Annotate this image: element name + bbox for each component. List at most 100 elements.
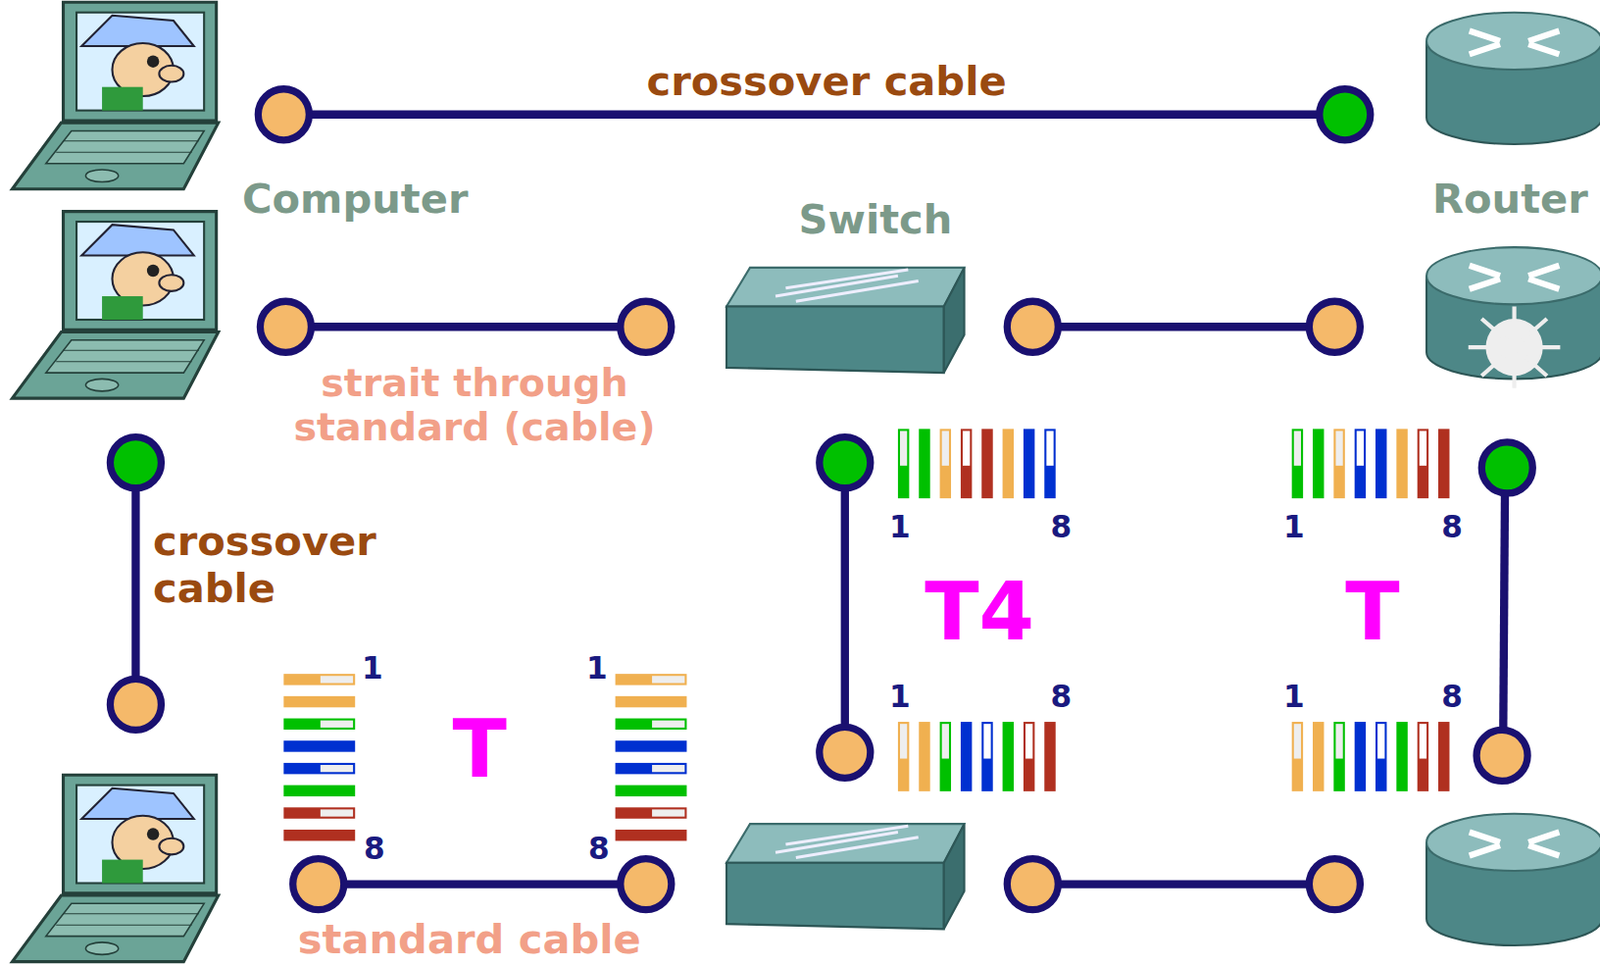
wire-color (981, 721, 993, 792)
cable-end-dot (257, 89, 309, 141)
wire-stripe (942, 430, 950, 465)
cable-label: crossover cable (152, 517, 429, 612)
wire-stripe (1419, 430, 1427, 465)
wire-stripe (1025, 723, 1033, 758)
standard-tag: T (1345, 566, 1400, 658)
wire-color (1333, 428, 1345, 499)
wire-color (1396, 721, 1407, 792)
wire-color (1438, 428, 1450, 499)
wire-color (615, 718, 688, 730)
cable-end-dot (259, 300, 311, 352)
wire-color (940, 721, 951, 792)
wire-color (898, 721, 909, 792)
wire-color (1333, 721, 1345, 792)
cable-end-dot (109, 678, 161, 730)
wire-color (1396, 428, 1407, 499)
cable-end-dot (1476, 729, 1528, 781)
wire-color (1023, 428, 1035, 499)
cable-label: strait through standard (cable) (240, 360, 710, 450)
pin-number: 1 (889, 509, 911, 546)
wire-color (1354, 721, 1366, 792)
wire-stripe (1419, 723, 1427, 758)
device-label: Switch (799, 196, 953, 244)
wire-color (283, 673, 355, 685)
wire-color (1044, 721, 1055, 792)
wire-color (918, 428, 930, 499)
pin-number: 1 (889, 679, 911, 715)
pin-number: 1 (586, 650, 608, 687)
cable-end-dot (1481, 442, 1533, 494)
wire-color (960, 721, 972, 792)
wire-stripe (983, 723, 991, 758)
wire-color (898, 428, 909, 499)
cable-end-dot (1319, 89, 1371, 141)
pin-number: 8 (363, 831, 386, 867)
standard-tag: T4 (924, 566, 1035, 658)
wire-color (283, 829, 355, 841)
pin-number: 1 (361, 650, 384, 687)
wire-color (615, 762, 688, 774)
wire-stripe (651, 675, 685, 683)
cable-end-dot (620, 858, 672, 910)
wire-color (1375, 721, 1387, 792)
wire-color (1312, 428, 1324, 499)
wire-stripe (962, 430, 970, 465)
wire-stripe (942, 723, 950, 758)
cable-label: crossover cable (647, 57, 1007, 105)
device-label: Router (1432, 175, 1589, 223)
device-label: Computer (242, 175, 468, 223)
wire-stripe (1335, 430, 1343, 465)
wire-color (981, 428, 993, 499)
cable-end-dot (1308, 858, 1360, 910)
wire-stripe (651, 720, 685, 728)
cable-label: standard cable (298, 915, 642, 963)
pin-number: 8 (1050, 509, 1073, 546)
wire-stripe (320, 675, 353, 683)
wire-color (1002, 721, 1014, 792)
wire-color (283, 806, 355, 818)
wire-color (615, 829, 688, 841)
pin-number: 8 (1441, 509, 1463, 546)
wire-stripe (1377, 723, 1385, 758)
cable-end-dot (819, 437, 871, 489)
wire-color (283, 718, 355, 730)
wire-color (1417, 721, 1429, 792)
pin-number: 1 (1283, 509, 1305, 546)
wire-stripe (1294, 723, 1301, 758)
cable-end-dot (109, 437, 161, 489)
wire-color (960, 428, 972, 499)
wire-stripe (651, 764, 685, 772)
pin-number: 8 (1050, 679, 1073, 715)
wire-color (1292, 428, 1303, 499)
cable-end-dot (1308, 300, 1360, 352)
pin-number: 1 (1283, 679, 1305, 715)
wire-color (1044, 428, 1055, 499)
wire-color (283, 785, 355, 797)
wire-stripe (1294, 430, 1301, 465)
wire-stripe (1356, 430, 1364, 465)
cable-end-dot (1006, 858, 1058, 910)
pin-number: 8 (1441, 679, 1463, 715)
cable-end-dot (1006, 300, 1058, 352)
wire-color (1023, 721, 1035, 792)
wire-stripe (320, 808, 353, 816)
wire-color (1375, 428, 1387, 499)
wire-stripe (651, 808, 685, 816)
wire-color (918, 721, 930, 792)
wire-stripe (1046, 430, 1053, 465)
pin-number: 8 (588, 831, 610, 867)
wire-color (283, 696, 355, 707)
cable-end-dot (819, 726, 871, 778)
wire-stripe (1335, 723, 1343, 758)
wire-color (1354, 428, 1366, 499)
wire-color (615, 740, 688, 751)
wire-stripe (900, 430, 907, 465)
cable-end-dot (620, 300, 672, 352)
standard-tag: T (452, 703, 507, 796)
wire-color (283, 762, 355, 774)
cable-end-dot (293, 858, 345, 910)
wire-color (1417, 428, 1429, 499)
wire-color (283, 740, 355, 751)
wire-color (1292, 721, 1303, 792)
wire-color (615, 696, 688, 707)
